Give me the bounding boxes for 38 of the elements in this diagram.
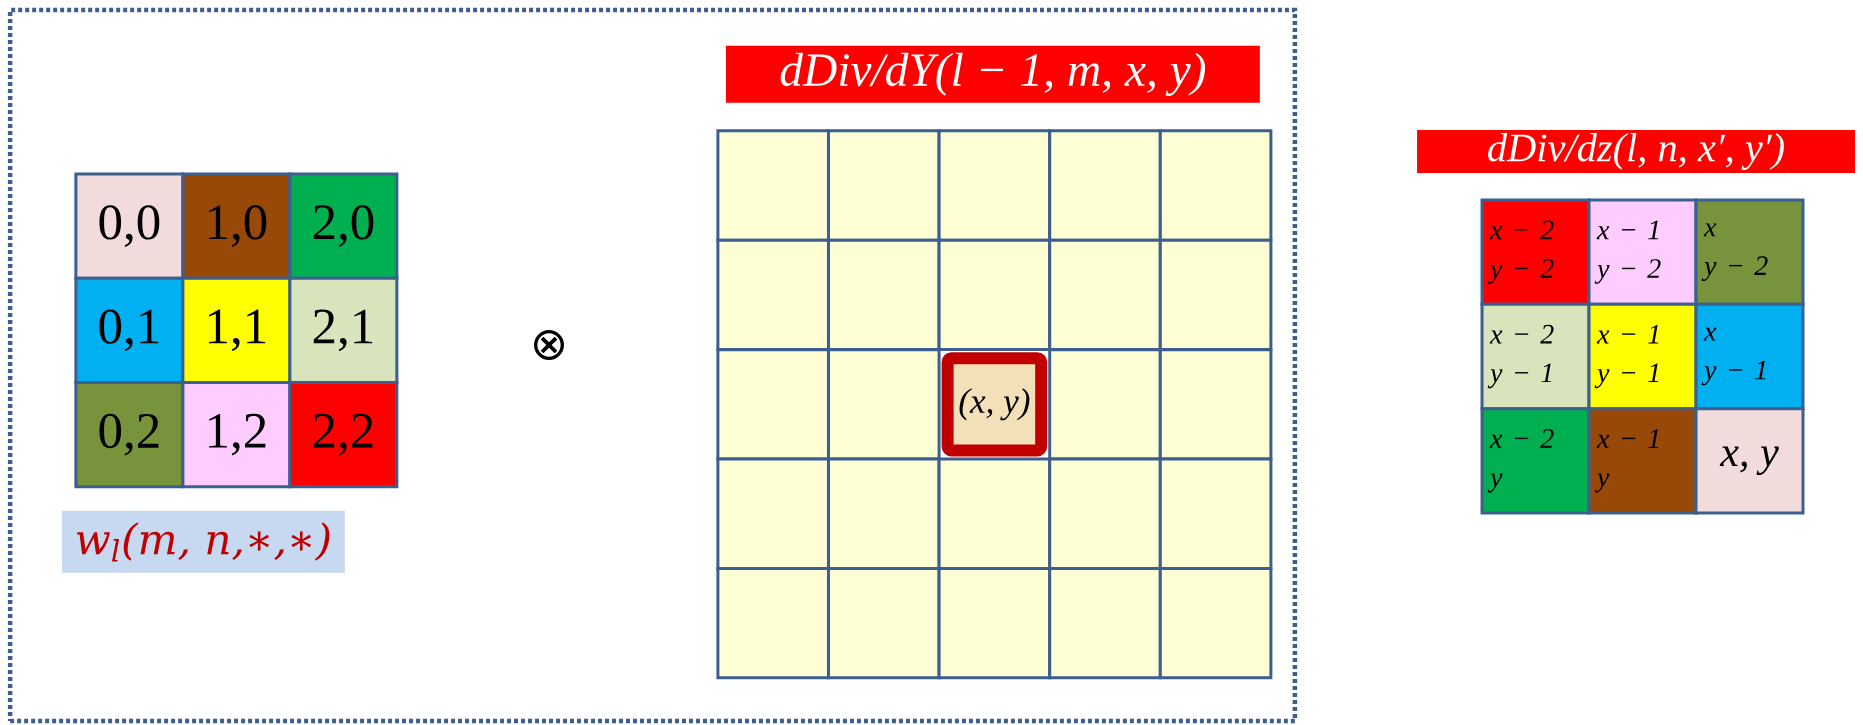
grid-cell [827,457,941,570]
grid-cell [1158,566,1273,680]
grid-cell: x − 1 y [1587,407,1698,515]
grid-cell: x − 1 y − 2 [1587,198,1698,306]
grid-cell: x − 1 y − 1 [1587,302,1698,411]
grid-cell [716,457,830,570]
grid-cell [1158,348,1273,461]
grid-cell: 0,2 [74,381,185,489]
grid-cell: 2,1 [288,276,399,384]
grid-cell [716,348,830,461]
grid-cell [1048,348,1162,461]
grid-cell: 1,0 [181,172,292,280]
grid-cell: x, y [1694,407,1805,515]
grid-cell [716,129,830,242]
grid-cell: x − 2 y − 1 [1480,302,1591,411]
grid-cell: x − 2 y [1480,407,1591,515]
grid-cell [1158,457,1273,570]
grid-cell [827,129,941,242]
grid-cell: 2,0 [288,172,399,280]
formula-label: dDiv/dz(l, n, x′, y′) [1417,130,1855,173]
grid-cell [1158,129,1273,242]
dotted-frame [7,7,1298,724]
grid-cell [1048,129,1162,242]
grid-cell: x − 2 y − 2 [1480,198,1591,306]
grid-cell: 1,1 [181,276,292,384]
operator-symbol: ⊗ [534,330,564,360]
grid-cell [716,566,830,680]
grid-cell: 0,1 [74,276,185,384]
grid-cell: 1,2 [181,381,292,489]
highlighted-cell: (x, y) [941,352,1048,457]
grid-cell: x y − 2 [1694,198,1805,306]
grid-cell: 0,0 [74,172,185,280]
grid-cell: x y − 1 [1694,302,1805,411]
formula-label: dDiv/dY(l − 1, m, x, y) [725,45,1260,103]
grid-cell [1048,457,1162,570]
grid-cell [827,348,941,461]
grid-cell: 2,2 [288,381,399,489]
formula-label: w$_{l}$(m, n,∗,∗) [61,510,345,573]
